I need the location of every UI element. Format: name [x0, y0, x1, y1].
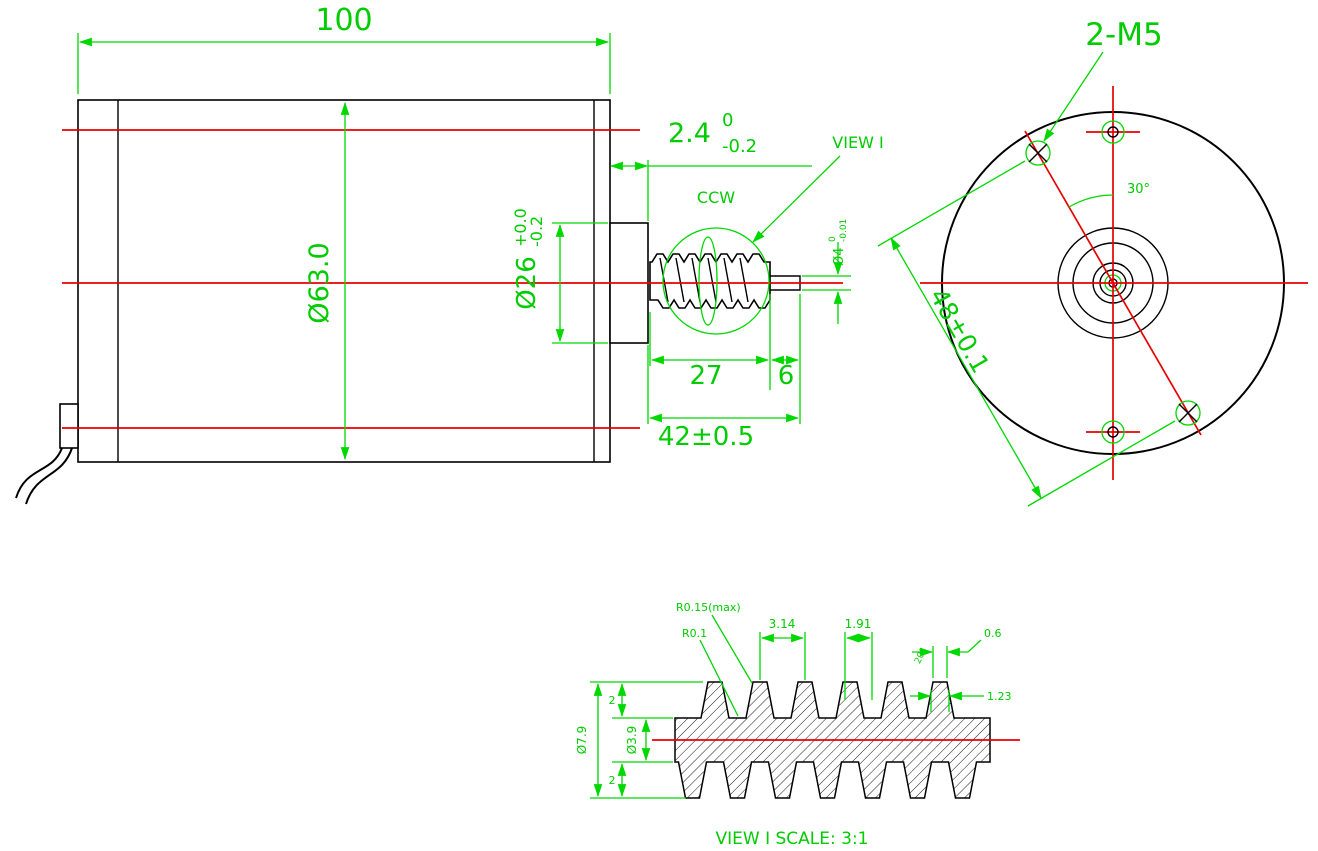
dim-boss-length-tol-lower: -0.2 [722, 136, 757, 157]
dim-boss-length-label: 2.4 [668, 118, 711, 149]
worm-shaft-profile [649, 253, 771, 309]
dim-shaft-tip-length-label: 6 [778, 361, 795, 391]
dim-overall-length-label: 100 [315, 3, 372, 38]
detail-view-circle [662, 227, 770, 335]
pressure-angle-group: 20° [913, 647, 929, 666]
dim-shaft-diameter [802, 242, 851, 324]
root-radius-label: R0.1 [682, 627, 707, 640]
dim-worm-length-label: 27 [689, 361, 722, 391]
dim-bolt-circle-label: 48±0.1 [924, 283, 995, 378]
wire-connector [59, 403, 79, 449]
worm-thread-lines [659, 257, 749, 303]
dim-shaft-diameter-tol-upper: 0 [828, 236, 838, 242]
view-callout-leader [752, 155, 841, 243]
dim-boss-diameter-tol-lower: -0.2 [527, 216, 546, 247]
root-diameter-label: Ø3.9 [625, 726, 639, 755]
motor-side-view: 100 Ø63.0 Ø26 +0.0 -0.2 2.4 0 -0.2 CCW V… [15, 3, 884, 505]
dim-bolt-circle [877, 160, 1176, 507]
diagonal-centerline [1024, 130, 1202, 436]
dim-boss-diameter [552, 222, 608, 344]
detail-dim-lines [590, 614, 984, 799]
dim-boss-diameter-tol-upper: +0.0 [511, 208, 530, 247]
dim-boss-length-tol-upper: 0 [722, 110, 733, 131]
outside-diameter-group: Ø7.9 [575, 726, 589, 755]
hole-top [1101, 120, 1125, 144]
detail-view-caption: VIEW I SCALE: 3:1 [715, 829, 868, 849]
dim-shaft-diameter-label: Ø4 [832, 247, 847, 266]
mounting-holes-leader [1043, 51, 1104, 142]
dim-worm-and-tip-length [649, 294, 801, 424]
tapped-hole-lower-right [1175, 400, 1201, 426]
dim-boss-diameter-group: Ø26 +0.0 -0.2 [511, 208, 546, 310]
dim-shaft-length-label: 42±0.5 [658, 422, 754, 452]
root-width-label: 1.23 [987, 690, 1012, 703]
hole-angle-label: 30° [1127, 182, 1150, 197]
root-diameter-group: Ø3.9 [625, 726, 639, 755]
tip-width-label: 0.6 [984, 627, 1002, 640]
hole-bottom [1101, 420, 1125, 444]
axial-pitch-label: 3.14 [769, 617, 796, 631]
addendum-label: 2 [609, 694, 616, 707]
rotation-direction-label: CCW [697, 188, 735, 207]
dim-boss-length [609, 160, 812, 221]
lead-wire-2 [25, 447, 73, 505]
view-callout-label: VIEW I [832, 133, 883, 152]
dim-overall-length [77, 33, 611, 94]
dim-shaft-length [647, 345, 800, 424]
dim-boss-diameter-label: Ø26 [512, 256, 542, 310]
dim-shaft-diameter-group: Ø4 0 -0.01 [828, 219, 849, 266]
dim-bolt-circle-group: 48±0.1 [924, 283, 995, 378]
motor-end-view: 2-M5 30° 48±0.1 [877, 17, 1308, 507]
dim-body-diameter-label: Ø63.0 [304, 242, 335, 323]
ccw-rotation-ellipse [698, 236, 718, 326]
pressure-angle-label: 20° [913, 647, 929, 666]
mounting-holes-label: 2-M5 [1085, 17, 1162, 53]
tip-radius-max-label: R0.15(max) [676, 601, 741, 614]
dedendum-label: 2 [609, 774, 616, 787]
lead-wire-1 [15, 447, 63, 499]
side-view-centerlines [62, 129, 843, 429]
outside-diameter-label: Ø7.9 [575, 726, 589, 755]
tapped-hole-upper-left [1025, 140, 1051, 166]
dim-shaft-diameter-tol-lower: -0.01 [839, 219, 849, 242]
worm-detail-view: R0.15(max) R0.1 3.14 1.91 0.6 20° 1.23 Ø… [575, 601, 1020, 849]
tooth-thickness-label: 1.91 [845, 617, 872, 631]
hole-angle-arc [1068, 194, 1114, 208]
